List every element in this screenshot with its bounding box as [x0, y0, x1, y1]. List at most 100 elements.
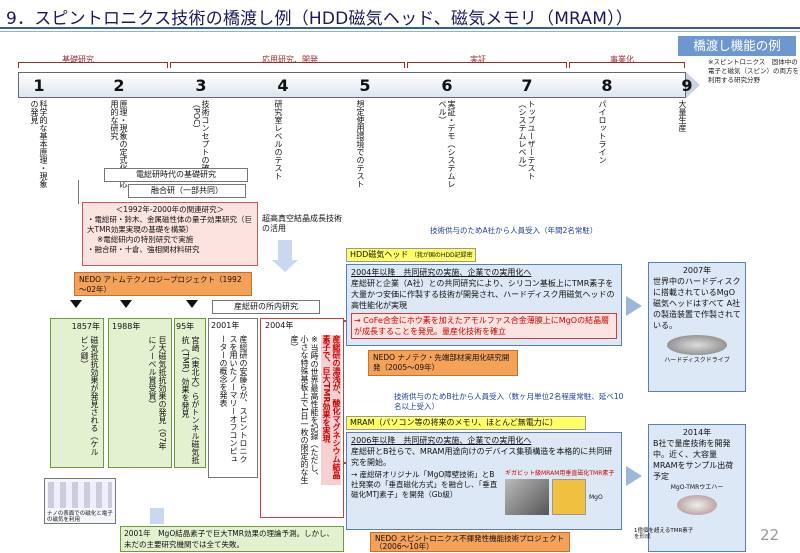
mram-2014-result-box: 2014年 B社で量産技術を開発中。近く、大容量MRAMをサンプル出荷予定 Mg… [648, 424, 746, 552]
bridging-banner: 橋渡し機能の例 [678, 36, 796, 56]
hdd-to-result-arrow [626, 296, 642, 316]
mram-2006-heading: 2006年以降 共同研究の実施、企業での実用化へ [351, 436, 532, 445]
trl-label-5: 想定使用環境でのテスト [356, 100, 365, 188]
mram-device-photo [505, 479, 549, 515]
title-rule-thin [0, 31, 800, 32]
year-2001: 2001年 [211, 321, 240, 330]
related-research-line3: ・融合研・十倉、強相関材料研究 [87, 245, 200, 254]
phase-bracket-basic [18, 62, 168, 68]
vacuum-technique-note: 超高真空結晶成長技術の活用 [262, 214, 342, 233]
tech-transfer-a-note: 技術供与のためA社から人員受入（年間2名常駐） [430, 226, 610, 236]
trl-number-1: 1 [33, 76, 45, 95]
trl-label-6: 実証・デモ（システムレベル） [438, 100, 456, 188]
related-research-box: ＜1992年-2000年の関連研究＞ ・電総研・鈴木、金属磁性体の量子効果研究（… [82, 202, 258, 266]
year-95: 95年 [176, 322, 195, 331]
mram-to-result-arrow [626, 466, 642, 486]
nedo-nanotech-project-box: NEDO ナノテク・先端部材実用化研究開発（2005～09年） [368, 350, 518, 376]
phase-label-business: 事業化 [610, 55, 634, 64]
related-research-heading: ＜1992年-2000年の関連研究＞ [115, 205, 225, 214]
phase-bracket-applied [170, 62, 405, 68]
mram-joint-research-box: 2006年以降 共同研究の実施、企業での実用化へ 産総研とB社らで、MRAM用途… [346, 432, 622, 530]
hdd-image [667, 335, 727, 355]
mgo-label: MgO [589, 493, 603, 501]
title-rule [0, 27, 800, 29]
normally-off-2001-text: 産総研の安藤らが、スピントロニクスを用いたノーマリーオフコンピューターの概念を発… [219, 335, 248, 463]
hdd-2007-text: 世界中のハードディスクに搭載されているMgO磁気ヘッドはすべて A社の製造装置で… [653, 277, 741, 330]
trl-number-5: 5 [359, 76, 371, 95]
discovery-95-box: 95年 宮崎（東北大）らがトンネル磁気抵抗（TMR）効果を発見 [174, 318, 206, 468]
nedo-atom-project-box: NEDO アトムテクノロジープロジェクト（1992～02年） [74, 272, 252, 296]
tech-transfer-b-text: 技術供与のためB社から人員受入（数ヶ月単位2名程度常駐、延べ10名以上受入） [394, 392, 624, 411]
mram-label: MRAM（パソコン等の将来のメモリ、ほとんど無電力に） [346, 416, 586, 430]
discovery-1988-text: 巨大磁気抵抗効果の発見（07年にノーベル賞受賞） [148, 336, 167, 451]
mgo-theory-2001-box: 2001年 MgO結晶素子で巨大TMR効果の理論予測。しかし、未だの主要研究機関… [120, 526, 344, 552]
trl-scale-bar [18, 72, 686, 98]
trl-number-9: 9 [681, 76, 693, 95]
mram-original-tech: → 産総研オリジナル「MgO障壁技術」とB社発案の「垂直磁化方式」を融合し、「垂… [351, 470, 498, 499]
discovery-1857-box: 1857年 磁気抵抗効果が発見される（ケルビン卿） [50, 318, 104, 468]
fusion-lab-box: 融合研（一部共同） [128, 184, 246, 198]
trl-number-3: 3 [195, 76, 207, 95]
down-arrow-head [272, 260, 298, 272]
phase-bracket-business [569, 62, 685, 68]
related-research-line1: ・電総研・鈴木、金属磁性体の量子効果研究（巨大TMR効果実現の基礎を構築） [87, 215, 252, 234]
nano-diagram-graphic [48, 482, 112, 508]
trl-label-2: 原理・現象の定式化 応用的な研究 [110, 100, 128, 188]
trl-number-2: 2 [113, 76, 125, 95]
triangle-marker-1857 [70, 300, 82, 308]
spintronics-note: ※スピントロニクス 固体中の電子と磁気（スピン）の両方を利用する研究分野 [708, 58, 799, 84]
year-2014: 2014年 [682, 428, 712, 437]
year-1988: 1988年 [112, 322, 141, 331]
hdd-description: 産総研と企業（A社）との共同研究により、シリコン基板上にTMR素子を大量かつ安価… [351, 279, 615, 310]
discovery-1857-text: 磁気抵抗効果が発見される（ケルビン卿） [80, 336, 99, 456]
related-research-line2: ※電総研内の特別研究で実施 [97, 235, 194, 244]
trl-label-1: 科学的な基本原理・現象の発見 [30, 100, 48, 188]
discovery-1988-box: 1988年 巨大磁気抵抗効果の発見（07年にノーベル賞受賞） [108, 318, 172, 468]
trl-label-7: トップユーザーテスト（システムレベル） [518, 100, 536, 180]
page-number: 22 [760, 526, 780, 544]
up-arrow-body [150, 508, 164, 524]
trl-number-6: 6 [441, 76, 453, 95]
triangle-marker-95 [186, 300, 198, 308]
year-1857: 1857年 [71, 322, 100, 331]
tech-transfer-b-note: 技術供与のためB社から人員受入（数ヶ月単位2名程度常駐、延べ10名以上受入） [394, 392, 624, 412]
nano-surface-diagram: ナノの表面での磁化と電子の磁気を利用 [44, 478, 116, 524]
discovery-95-text: 宮崎（東北大）らがトンネル磁気抵抗（TMR）効果を発見 [181, 336, 200, 464]
trl-number-7: 7 [521, 76, 533, 95]
hdd-joint-research-box: 2004年以降 共同研究の実施、企業での実用化へ 産総研と企業（A社）との共同研… [346, 264, 622, 346]
trl-label-3: 技術コンセプトの確認（POC） [192, 100, 210, 180]
year-2004: 2004年 [265, 321, 294, 330]
hdd-head-label: HDD磁気ヘッド （我が国のHDD記録密度向上に寄与） [346, 248, 476, 272]
trl-number-8: 8 [601, 76, 613, 95]
page-title: 9．スピントロニクス技術の橋渡し例（HDD磁気ヘッド、磁気メモリ（MRAM）） [6, 9, 633, 29]
wafer-count-caption: 1億個を超えるTMR素子を形成 [634, 528, 694, 540]
tech-transfer-a-text: 技術供与のためA社から人員受入（年間2名常駐） [430, 226, 598, 235]
normally-off-2001-box: 2001年 産総研の安藤らが、スピントロニクスを用いたノーマリーオフコンピュータ… [208, 318, 258, 478]
hdd-caption: ハードディスクドライブ [664, 357, 730, 364]
triangle-marker-1988 [120, 300, 132, 308]
phase-label-demo: 実証 [470, 55, 486, 64]
phase-bracket-demo [407, 62, 567, 68]
down-arrow-body [278, 240, 292, 262]
mgo-tmr-2004-note: ※当時の世界最高性能を記録（ただし、小さな特殊基板上で1日一枚の限定的な生産） [290, 335, 319, 485]
trl-number-4: 4 [277, 76, 289, 95]
connector-line [78, 180, 79, 204]
phase-label-applied: 応用研究、開発 [262, 55, 318, 64]
cofe-discovery: → CoFe合金にホウ素を加えたアモルファス合金薄膜上にMgOの結晶層が成長する… [351, 313, 617, 339]
wafer-image [677, 495, 717, 515]
mram-photo-label: ギガビット級MRAM用垂直磁化TMR素子 [505, 470, 615, 477]
trl-label-9: 大量生産 [678, 100, 687, 132]
year-2007: 2007年 [682, 266, 712, 275]
nano-caption: ナノの表面での磁化と電子の磁気を利用 [47, 511, 113, 523]
nedo-spintronics-project-box: NEDO スピントロニクス不揮発性機能技術プロジェクト（2006～10年） [370, 532, 570, 552]
mram-description: 産総研とB社らで、MRAM用途向けのデバイス集積構造を本格的に共同研究を開始。 [351, 447, 613, 467]
hdd-2004-heading: 2004年以降 共同研究の実施、企業での実用化へ [351, 268, 532, 277]
aist-internal-research-box: 産総研の所内研究 [212, 300, 320, 314]
hdd-2007-result-box: 2007年 世界中のハードディスクに搭載されているMgO磁気ヘッドはすべて A社… [648, 262, 746, 392]
mgo-tmr-2004-box: 2004年 産総研の湯浅が、酸化マグネシウム結晶素子で、巨大TMR効果を実現 ※… [260, 318, 344, 518]
mram-device-diagram [552, 479, 586, 515]
etl-basic-research-box: 電総研時代の基礎研究 [104, 168, 248, 182]
mgo-tmr-2004-highlight: 産総研の湯浅が、酸化マグネシウム結晶素子で、巨大TMR効果を実現 [321, 335, 341, 485]
trl-label-4: 研究室レベルのテスト [274, 100, 283, 180]
trl-label-8: パイロットライン [598, 100, 607, 164]
